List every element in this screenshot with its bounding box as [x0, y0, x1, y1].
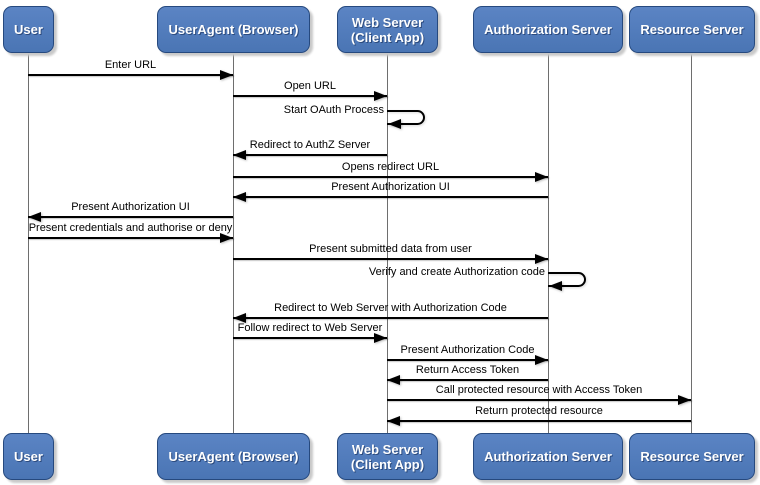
actor-top-useragent: UserAgent (Browser): [157, 6, 310, 53]
message-arrowhead-icon: [535, 254, 548, 264]
message-label: Opens redirect URL: [341, 161, 440, 173]
message-arrowhead-icon: [535, 355, 548, 365]
actor-label: Web Server: [351, 14, 424, 30]
actor-label: Web Server: [351, 441, 424, 457]
message-arrowhead-icon: [220, 70, 233, 80]
actor-top-webserver: Web Server(Client App): [337, 6, 438, 53]
message-label: Return Access Token: [415, 364, 520, 376]
message-label: Present Authorization UI: [71, 201, 190, 213]
actor-label: Authorization Server: [484, 449, 612, 464]
message-line: [28, 237, 233, 239]
message-line: [233, 154, 387, 156]
message-arrowhead-icon: [387, 375, 400, 385]
actor-label: Resource Server: [640, 449, 744, 464]
actor-label: User: [14, 22, 43, 37]
lifeline-useragent: [233, 53, 234, 433]
message-line: [28, 74, 233, 76]
actor-top-resourceserver: Resource Server: [629, 6, 755, 53]
message-arrowhead-icon: [535, 172, 548, 182]
actor-top-authserver: Authorization Server: [473, 6, 623, 53]
message-line: [387, 359, 548, 361]
actor-label: User: [14, 449, 43, 464]
message-line: [233, 258, 548, 260]
actor-label: UserAgent (Browser): [168, 449, 299, 464]
actor-label: Resource Server: [640, 22, 744, 37]
message-label: Return protected resource: [475, 405, 603, 417]
actor-top-user: User: [3, 6, 54, 53]
message-arrowhead-icon: [28, 212, 41, 222]
lifeline-webserver: [387, 53, 388, 433]
actor-label: (Client App): [350, 456, 425, 472]
message-label: Present Authorization Code: [400, 344, 535, 356]
message-arrowhead-icon: [374, 91, 387, 101]
message-arrowhead-icon: [233, 192, 246, 202]
actor-bottom-authserver: Authorization Server: [473, 433, 623, 480]
message-arrowhead-icon: [374, 333, 387, 343]
actor-label: (Client App): [350, 29, 425, 45]
self-loop: [387, 110, 425, 125]
message-line: [28, 216, 233, 218]
message-label: Present submitted data from user: [309, 243, 472, 255]
message-label: Redirect to AuthZ Server: [249, 139, 371, 151]
message-arrowhead-icon: [678, 395, 691, 405]
lifeline-resourceserver: [691, 53, 692, 433]
message-label: Open URL: [284, 80, 336, 92]
message-arrowhead-icon: [233, 313, 246, 323]
message-line: [233, 337, 387, 339]
message-line: [233, 95, 387, 97]
actor-label: UserAgent (Browser): [168, 22, 299, 37]
message-line: [387, 399, 691, 401]
message-label: Call protected resource with Access Toke…: [435, 384, 643, 396]
lifeline-user: [28, 53, 29, 433]
message-label: Present Authorization UI: [331, 181, 450, 193]
lifeline-authserver: [548, 53, 549, 433]
message-label: Enter URL: [104, 59, 157, 71]
actor-bottom-resourceserver: Resource Server: [629, 433, 755, 480]
message-arrowhead-icon: [220, 233, 233, 243]
message-label: Verify and create Authorization code: [368, 266, 545, 278]
actor-bottom-webserver: Web Server(Client App): [337, 433, 438, 480]
message-line: [233, 176, 548, 178]
message-label: Follow redirect to Web Server: [237, 322, 383, 334]
message-arrowhead-icon: [233, 150, 246, 160]
message-label: Redirect to Web Server with Authorizatio…: [274, 302, 507, 314]
message-line: [387, 379, 548, 381]
self-loop-arrowhead-icon: [388, 119, 401, 129]
message-line: [233, 196, 548, 198]
self-loop: [548, 272, 586, 287]
message-arrowhead-icon: [387, 416, 400, 426]
message-label: Start OAuth Process: [283, 104, 384, 116]
actor-label: Authorization Server: [484, 22, 612, 37]
self-loop-arrowhead-icon: [549, 281, 562, 291]
actor-bottom-user: User: [3, 433, 54, 480]
message-line: [233, 317, 548, 319]
message-line: [387, 420, 691, 422]
message-label: Present credentials and authorise or den…: [28, 222, 233, 234]
actor-bottom-useragent: UserAgent (Browser): [157, 433, 310, 480]
